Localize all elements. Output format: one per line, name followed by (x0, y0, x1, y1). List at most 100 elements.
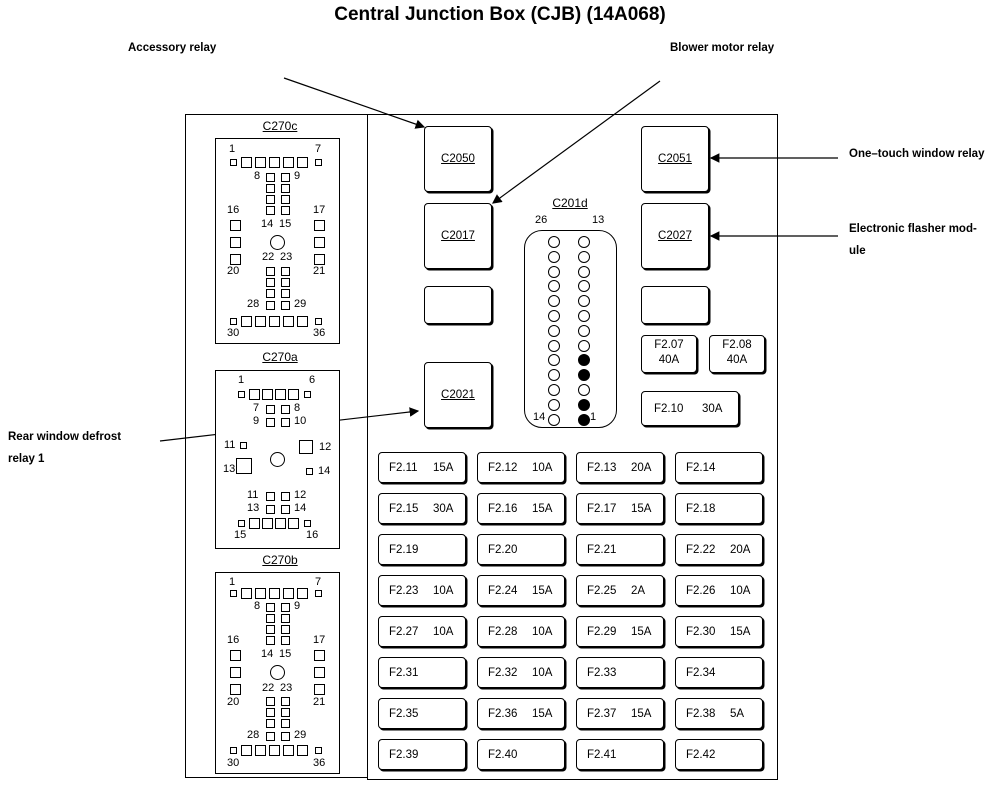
fuse-id: F2.38 (686, 707, 716, 720)
c201d-pin (578, 295, 590, 308)
fuse-f2-10-amp: 30A (702, 402, 723, 415)
fuse-item: F2.35 (378, 698, 466, 729)
relay-c2050: C2050 (424, 126, 492, 192)
fuse-id: F2.13 (587, 461, 617, 474)
fuse-item: F2.33 (576, 657, 664, 688)
c270c-pin36-label: 36 (313, 327, 326, 339)
fuse-amperage: 5A (730, 707, 745, 720)
fuse-id: F2.28 (488, 625, 518, 638)
c270a-pin9-label: 9 (253, 415, 260, 427)
c270b-pin1-label: 1 (229, 576, 236, 588)
fuse-amperage: 15A (532, 502, 553, 515)
c270b-pin8-label: 8 (254, 600, 261, 612)
leader-blower (492, 80, 661, 204)
fuse-item: F2.39 (378, 739, 466, 770)
callout-rear-defrost-line2: relay 1 (8, 453, 45, 465)
c270a-row-13-label: 13 (247, 502, 260, 514)
fuse-amperage: 10A (532, 666, 553, 679)
c201d-pin (578, 354, 590, 367)
fuse-amperage: 30A (433, 502, 454, 515)
c201d-pin (548, 265, 560, 278)
fuse-id: F2.39 (389, 748, 419, 761)
c270b-pin15-label: 15 (279, 648, 292, 660)
c201d-pin (548, 310, 560, 322)
relay-blank-right (641, 286, 709, 324)
c270c-pin9-label: 9 (294, 170, 301, 182)
c201d-pin (548, 354, 560, 367)
fuse-item: F2.19 (378, 534, 466, 565)
fuse-id: F2.12 (488, 461, 518, 474)
c270b-pin22-label: 22 (262, 682, 275, 694)
fuse-amperage: 2A (631, 584, 646, 597)
c201d-pin (578, 250, 590, 263)
callout-electronic-flasher-line2: ule (849, 245, 866, 257)
c270c-pin22-label: 22 (262, 251, 275, 263)
c270b-pin29-label: 29 (294, 729, 307, 741)
c201d-pin (548, 413, 560, 426)
c201d-pin (548, 236, 560, 248)
fuse-id: F2.25 (587, 584, 617, 597)
fuse-f2-08-amp: 40A (726, 354, 748, 366)
c270b-pin28-label: 28 (247, 729, 260, 741)
c201d-connector (524, 230, 617, 428)
c201d-pin (548, 324, 560, 337)
fuse-amperage: 15A (532, 584, 553, 597)
c270b-pin16-label: 16 (227, 634, 240, 646)
fuse-id: F2.22 (686, 543, 716, 556)
c201d-pin (548, 369, 560, 382)
c270a-pin12-label: 12 (319, 441, 332, 453)
fuse-amperage: 10A (532, 625, 553, 638)
callout-blower-motor-relay: Blower motor relay (670, 42, 775, 54)
c201d-pin (548, 384, 560, 396)
fuse-item: F2.40 (477, 739, 565, 770)
diagram-title: Central Junction Box (CJB) (14A068) (334, 4, 666, 25)
c270c-pin23-label: 23 (280, 251, 293, 263)
fuse-f2-08-id: F2.08 (722, 339, 752, 351)
c270c-pin1-label: 1 (229, 143, 236, 155)
fuse-f2-10: F2.10 30A (641, 391, 739, 426)
c270b-label: C270b (262, 553, 298, 567)
fuse-id: F2.36 (488, 707, 518, 720)
fuse-f2-08: F2.08 40A (709, 335, 765, 373)
c201d-pin (548, 295, 560, 308)
fuse-id: F2.32 (488, 666, 518, 679)
relay-c2021: C2021 (424, 362, 492, 428)
c201d-pin (578, 339, 590, 352)
c201d-pin (548, 339, 560, 352)
fuse-item: F2.31 (378, 657, 466, 688)
fuse-id: F2.42 (686, 748, 716, 761)
fuse-id: F2.30 (686, 625, 716, 638)
c270b-pin7-label: 7 (315, 576, 322, 588)
main-fuse-panel (367, 114, 778, 780)
c270c-pin30-label: 30 (227, 327, 240, 339)
relay-c2017: C2017 (424, 203, 492, 269)
c270b-pin9-label: 9 (294, 600, 301, 612)
fuse-id: F2.29 (587, 625, 617, 638)
fuse-item: F2.42 (675, 739, 763, 770)
c270a-pin11-label: 11 (224, 439, 236, 451)
c270a-label: C270a (262, 350, 298, 364)
relay-blank-left (424, 286, 492, 324)
fuse-amperage: 10A (730, 584, 751, 597)
c201d-pin (578, 369, 590, 382)
fuse-item: F2.41 (576, 739, 664, 770)
fuse-item: F2.20 (477, 534, 565, 565)
c270a-pin6-label: 6 (309, 374, 316, 386)
callout-accessory-relay: Accessory relay (128, 42, 217, 54)
fuse-item: F2.28 10A (477, 616, 565, 647)
c270c-pin28-label: 28 (247, 298, 260, 310)
c201d-label: C201d (552, 196, 588, 210)
c270c-pin16-label: 16 (227, 204, 240, 216)
fuse-id: F2.34 (686, 666, 716, 679)
c270b-pin21-label: 21 (313, 696, 326, 708)
